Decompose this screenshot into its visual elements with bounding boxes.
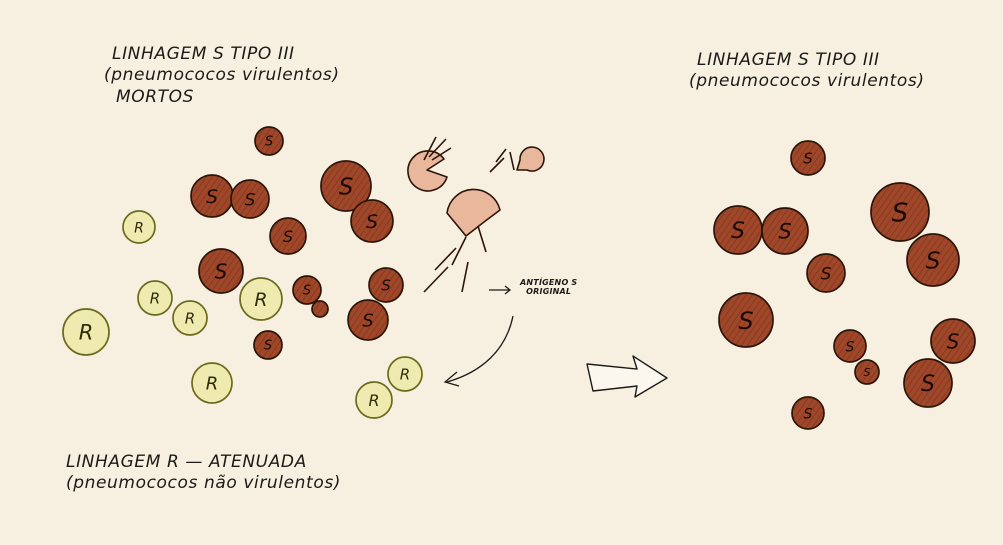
r-cell: R <box>137 280 173 316</box>
s-cell-letter: S <box>926 249 941 275</box>
live-s-cell: S <box>761 207 809 255</box>
s-cell-letter: S <box>803 150 813 168</box>
right-s-strain-label: LINHAGEM S TIPO III (pneumococos virulen… <box>689 50 925 93</box>
antigen-pointer-arrow <box>489 285 512 295</box>
left-s-label-line1: LINHAGEM S TIPO III <box>112 44 295 64</box>
dead-s-cell: S <box>254 126 284 156</box>
r-cell: R <box>355 381 393 419</box>
dead-s-cell: S <box>230 179 270 219</box>
r-cell: R <box>122 210 156 244</box>
fragment-shard <box>477 225 487 253</box>
left-s-strain-label: LINHAGEM S TIPO III (pneumococos virulen… <box>104 44 340 108</box>
r-cell-letter: R <box>206 374 219 395</box>
dead-s-cell: S <box>198 248 244 294</box>
live-s-cell: S <box>870 182 930 242</box>
s-cell-letter: S <box>892 199 909 229</box>
s-cell-letter: S <box>366 211 378 233</box>
left-r-strain-label: LINHAGEM R — ATENUADA (pneumococos não v… <box>66 452 341 495</box>
r-cell-letter: R <box>254 289 267 311</box>
fragment-shard <box>431 147 452 161</box>
dead-s-cell: S <box>253 330 283 360</box>
dead-s-cell: S <box>320 160 372 212</box>
left-r-label-line1: LINHAGEM R — ATENUADA <box>66 452 307 472</box>
r-cell: R <box>62 308 110 356</box>
lysed-cell-fragment-1 <box>407 150 448 192</box>
live-s-cell: S <box>713 205 763 255</box>
s-cell-letter: S <box>846 339 855 355</box>
fragment-shard <box>428 138 447 158</box>
s-cell-letter: S <box>303 284 311 299</box>
dead-s-cell: S <box>292 275 322 305</box>
antigen-label-line1: ANTÍGENO S <box>520 278 578 287</box>
r-cells-group: R R R R R R R R <box>62 210 423 419</box>
r-cell: R <box>387 356 423 392</box>
s-cell-letter: S <box>265 135 273 150</box>
live-s-cell: S <box>906 233 960 287</box>
fragment-shard <box>495 148 507 163</box>
fragment-shard <box>423 136 437 161</box>
s-cell-letter: S <box>731 219 745 244</box>
fragment-shard <box>509 151 515 171</box>
live-s-cell: S <box>903 358 953 408</box>
r-cell-letter: R <box>400 366 410 384</box>
r-cell-letter: R <box>79 321 94 345</box>
transformation-arrow <box>443 315 514 387</box>
live-s-cell: S <box>790 140 826 176</box>
result-arrow-icon <box>586 355 668 398</box>
live-s-cell: S <box>791 396 825 430</box>
r-cell-letter: R <box>134 220 144 236</box>
right-s-label-line1: LINHAGEM S TIPO III <box>697 50 880 70</box>
left-s-label-line2: (pneumococos virulentos) <box>104 65 340 86</box>
s-cell-letter: S <box>381 277 391 295</box>
s-cell-letter: S <box>362 311 373 332</box>
s-cell-letter: S <box>264 339 272 354</box>
live-s-cell: S <box>854 359 880 385</box>
fragment-shard <box>451 236 467 266</box>
s-cell-letter: S <box>821 264 832 284</box>
fragment-shard <box>423 266 449 293</box>
s-cell-letter: S <box>947 329 960 353</box>
lysed-cell-fragment-3 <box>446 188 501 237</box>
r-cell: R <box>191 362 233 404</box>
s-cell-letter: S <box>921 372 935 397</box>
s-cell-letter: S <box>778 220 791 244</box>
left-s-label-line3: MORTOS <box>116 86 195 107</box>
dead-s-cell: S <box>269 217 307 255</box>
lysed-cell-fragment-2 <box>516 146 545 172</box>
r-cell-letter: R <box>150 290 160 308</box>
s-cell-letter: S <box>206 186 218 208</box>
left-r-label-line2: (pneumococos não virulentos) <box>66 473 342 494</box>
right-s-label-line2: (pneumococos virulentos) <box>689 71 925 92</box>
live-s-cell: S <box>806 253 846 293</box>
antigen-fragments <box>407 136 545 293</box>
antigen-label-line2: ORIGINAL <box>526 286 572 296</box>
s-cell-letter: S <box>804 406 813 422</box>
r-cell: R <box>172 300 208 336</box>
dead-s-cell: S <box>350 199 394 243</box>
dead-s-cell: S <box>347 299 389 341</box>
fragment-shard <box>489 157 505 173</box>
s-cell-letter: S <box>245 190 256 210</box>
s-cell-letter: S <box>864 366 871 379</box>
dead-s-cell: S <box>368 267 404 303</box>
r-cell: R <box>239 277 283 321</box>
s-cell-letter: S <box>215 259 228 283</box>
dead-s-cell <box>311 300 329 318</box>
s-cell-letter: S <box>339 174 354 200</box>
antigen-label: ANTÍGENO S ORIGINAL <box>520 278 578 297</box>
r-cell-letter: R <box>185 310 195 328</box>
live-s-cell: S <box>930 318 976 364</box>
r-cell-letter: R <box>368 391 379 410</box>
live-s-cell: S <box>718 292 774 348</box>
live-s-cell: S <box>833 329 867 363</box>
fragment-shard <box>434 247 457 271</box>
dead-s-cell: S <box>190 174 234 218</box>
s-cell-letter: S <box>738 307 753 335</box>
fragment-shard <box>461 261 469 293</box>
s-cell-letter: S <box>283 227 293 246</box>
